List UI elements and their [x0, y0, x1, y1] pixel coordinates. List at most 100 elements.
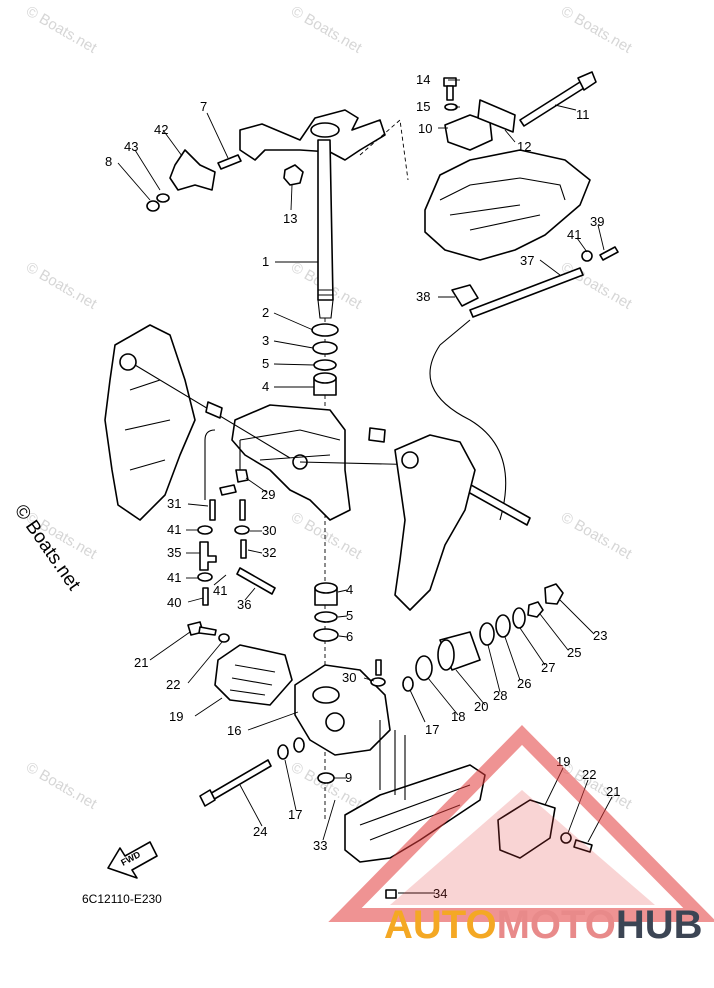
bushing-3 — [312, 341, 338, 355]
mount-rubber-face — [437, 639, 455, 671]
assembly-guide — [359, 119, 409, 181]
callout-9: 9 — [345, 770, 352, 785]
ring-9 — [317, 772, 335, 784]
callout-8: 8 — [105, 154, 112, 169]
callout-numbers: 14 15 11 10 12 7 42 43 8 13 39 41 37 1 3… — [105, 72, 620, 901]
watermark: © Boats.net — [558, 3, 635, 57]
lower-rods — [379, 720, 406, 800]
callout-33: 33 — [313, 838, 327, 853]
callout-30: 30 — [262, 523, 276, 538]
clip-30a — [234, 525, 250, 535]
clip-29 — [235, 469, 249, 483]
watermark: © Boats.net — [558, 259, 635, 313]
clip-41b — [197, 572, 213, 582]
watermark: © Boats.net — [288, 759, 365, 813]
cover-ribs — [229, 664, 276, 696]
washer-41-top — [581, 250, 593, 262]
nut-8 — [146, 200, 160, 212]
nut-25 — [527, 601, 544, 618]
callout-39: 39 — [590, 214, 604, 229]
lower-mount-boss — [312, 686, 340, 704]
washer-26 — [495, 614, 511, 638]
pin-31b — [239, 499, 246, 521]
callout-12: 12 — [517, 139, 531, 154]
pin-31 — [209, 499, 216, 521]
right-clamp-bracket — [394, 434, 476, 611]
callout-21: 21 — [134, 655, 148, 670]
bushing-4-lower-top — [314, 582, 338, 594]
left-clamp-bracket — [104, 324, 196, 521]
watermark: © Boats.net — [23, 3, 100, 57]
tee-35 — [199, 541, 217, 571]
callout-41b: 41 — [213, 583, 227, 598]
clip-30b — [370, 677, 386, 687]
callout-1: 1 — [262, 254, 269, 269]
callout-25: 25 — [567, 645, 581, 660]
callout-14: 14 — [416, 72, 430, 87]
callout-29: 29 — [261, 487, 275, 502]
callout-22: 22 — [166, 677, 180, 692]
callout-26: 26 — [517, 676, 531, 691]
brand-part-hub: HUB — [616, 903, 703, 947]
cable — [429, 319, 507, 521]
bracket-pivot-right — [401, 451, 419, 469]
callout-21-right: 21 — [606, 784, 620, 799]
callout-38: 38 — [416, 289, 430, 304]
callout-4-lower: 4 — [346, 582, 353, 597]
callout-3: 3 — [262, 333, 269, 348]
callout-36: 36 — [237, 597, 251, 612]
watermark: © Boats.net — [23, 259, 100, 313]
grease-nipple — [219, 484, 237, 496]
lower-mount-hole — [325, 712, 345, 732]
callout-15: 15 — [416, 99, 430, 114]
callout-7: 7 — [200, 99, 207, 114]
callout-4: 4 — [262, 379, 269, 394]
callout-16: 16 — [227, 723, 241, 738]
callout-11: 11 — [576, 107, 590, 122]
washer-27 — [512, 607, 526, 629]
shaft-spline — [317, 289, 334, 319]
clip-38 — [451, 284, 479, 307]
upper-mount-housing — [424, 149, 591, 261]
callout-41: 41 — [167, 570, 181, 585]
bolt-24-head — [199, 789, 216, 807]
callout-35: 35 — [167, 545, 181, 560]
cover-19-right — [497, 799, 556, 859]
brand-part-moto: MOTO — [497, 903, 616, 947]
swivel-bracket — [231, 404, 351, 521]
steering-arm-boss — [310, 122, 340, 138]
screw-39 — [599, 246, 619, 261]
callout-32: 32 — [262, 545, 276, 560]
screw-34 — [385, 889, 397, 899]
bushing-4-top — [313, 372, 337, 384]
washer-22 — [218, 633, 230, 643]
bolt-14-head — [443, 77, 457, 87]
callout-17: 17 — [425, 722, 439, 737]
brand-part-auto: AUTO — [384, 903, 497, 947]
housing-detail — [439, 177, 566, 231]
callout-2: 2 — [262, 305, 269, 320]
callout-10: 10 — [418, 121, 432, 136]
washer-28 — [479, 622, 495, 646]
steering-arm — [239, 109, 386, 161]
lower-case-33 — [344, 764, 486, 863]
callout-37: 37 — [520, 253, 534, 268]
bushing-right — [368, 427, 386, 443]
callout-27: 27 — [541, 660, 555, 675]
hose-lines — [204, 429, 241, 500]
callout-6: 6 — [346, 629, 353, 644]
callout-41: 41 — [567, 227, 581, 242]
stud-7 — [217, 154, 242, 170]
brand-logo: AUTOMOTOHUB — [328, 725, 714, 947]
bracket-42 — [169, 149, 216, 191]
grease-fitting-36 — [236, 567, 276, 595]
callout-24: 24 — [253, 824, 267, 839]
bolt-24 — [207, 759, 272, 802]
callout-17-lower: 17 — [288, 807, 302, 822]
brand-triangle-inner — [390, 790, 655, 905]
callout-23: 23 — [593, 628, 607, 643]
brand-wordmark: AUTOMOTOHUB — [384, 903, 703, 947]
bushing-left — [205, 401, 223, 419]
